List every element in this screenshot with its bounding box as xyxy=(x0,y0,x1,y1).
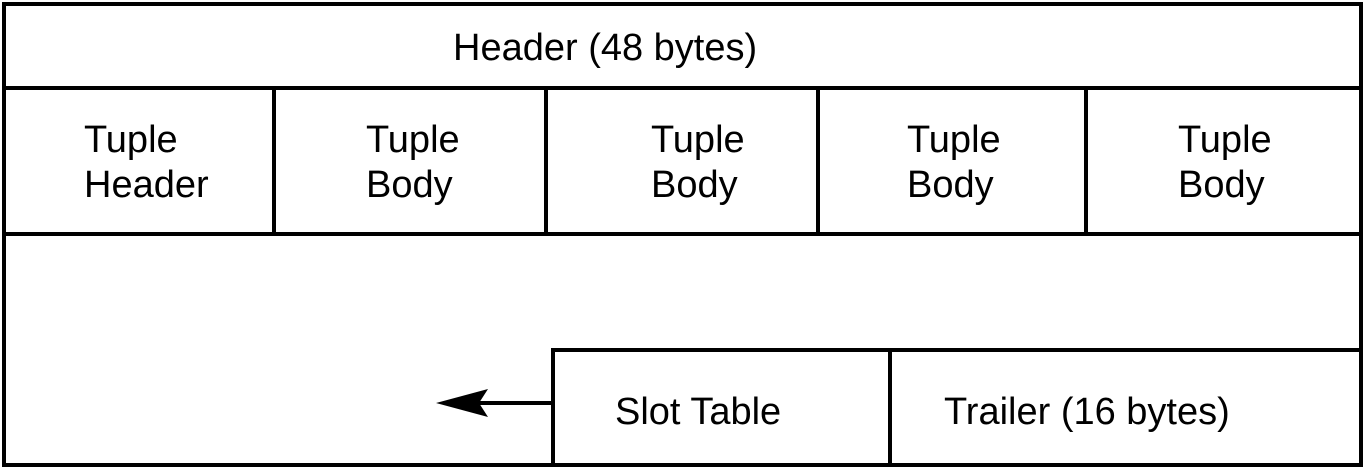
tuple-body-4-line1: Tuple xyxy=(1178,119,1272,161)
slot-trailer-divider xyxy=(888,348,892,467)
slot-table-label: Slot Table xyxy=(615,391,782,433)
tuple-divider-1 xyxy=(272,88,276,234)
tuple-body-2-line2: Body xyxy=(651,164,738,206)
header-divider xyxy=(2,86,1363,90)
slot-table-left-border xyxy=(551,348,555,467)
tuple-divider-2 xyxy=(544,88,548,234)
slot-area-top-border xyxy=(551,348,1363,352)
frame-top-border xyxy=(2,2,1363,6)
tuple-divider-3 xyxy=(816,88,820,234)
tuple-header-line2: Header xyxy=(84,164,209,206)
tuple-body-cell-1: Tuple Body xyxy=(366,118,460,208)
arrow-head xyxy=(436,389,488,417)
tuple-body-cell-3: Tuple Body xyxy=(907,118,1001,208)
tuple-body-1-line2: Body xyxy=(366,164,453,206)
trailer-label: Trailer (16 bytes) xyxy=(944,391,1230,433)
tuple-body-cell-2: Tuple Body xyxy=(651,118,745,208)
tuple-body-3-line1: Tuple xyxy=(907,119,1001,161)
tuple-body-cell-4: Tuple Body xyxy=(1178,118,1272,208)
header-label: Header (48 bytes) xyxy=(453,27,758,69)
tuple-body-3-line2: Body xyxy=(907,164,994,206)
tuple-header-line1: Tuple xyxy=(84,119,178,161)
tuple-divider-4 xyxy=(1084,88,1088,234)
tuple-header-cell: Tuple Header xyxy=(84,118,209,208)
tuple-body-1-line1: Tuple xyxy=(366,119,460,161)
tuple-row-divider xyxy=(2,232,1363,236)
tuple-body-2-line1: Tuple xyxy=(651,119,745,161)
frame-bottom-border xyxy=(2,463,1363,467)
tuple-body-4-line2: Body xyxy=(1178,164,1265,206)
